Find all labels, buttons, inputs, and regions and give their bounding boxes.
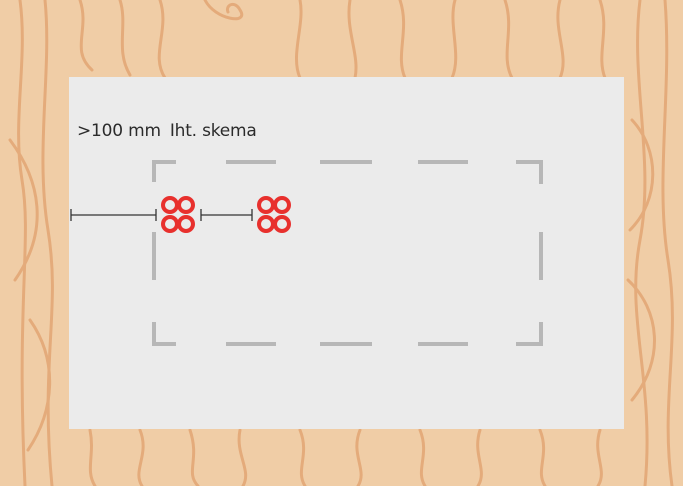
reference-label: Iht. skema bbox=[169, 121, 257, 141]
dimension-line-icon bbox=[200, 209, 253, 221]
dashed-outline bbox=[152, 160, 543, 346]
distance-label: >100 mm bbox=[77, 121, 161, 141]
dimension-line-icon bbox=[70, 209, 157, 221]
quad-ring-marker-icon bbox=[161, 196, 195, 233]
quad-ring-marker-icon bbox=[257, 196, 291, 233]
mounting-panel bbox=[69, 77, 624, 429]
distance-annotation: >100 mm Iht. skema bbox=[77, 121, 257, 141]
